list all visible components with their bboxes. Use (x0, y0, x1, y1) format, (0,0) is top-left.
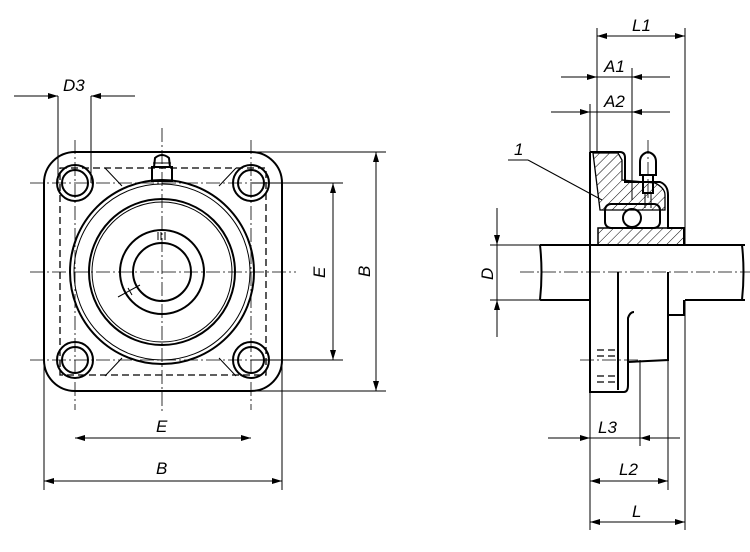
dim-L-label: L (632, 502, 641, 521)
dim-D3-label: D3 (63, 76, 85, 95)
ball (622, 208, 642, 228)
dim-D-label: D (478, 268, 497, 280)
dim-A1-label: A1 (603, 57, 625, 76)
bearing-ring (604, 203, 661, 229)
inner-ring-section (597, 227, 685, 246)
housing-outline (43, 151, 283, 392)
housing-section (592, 152, 666, 211)
shaft (539, 244, 745, 301)
side-view: 1 L1 A1 A2 D L3 L2 L (478, 16, 750, 530)
dim-B-horizontal-label: B (156, 459, 167, 478)
dim-L1-label: L1 (632, 16, 651, 35)
callout-1-label: 1 (514, 140, 523, 159)
front-view: D3 E B E B (14, 76, 386, 490)
dim-E-horizontal-label: E (156, 417, 168, 436)
dim-L3-label: L3 (598, 418, 617, 437)
dim-B-vertical-label: B (355, 266, 374, 277)
dim-E-vertical-label: E (310, 266, 329, 278)
dim-A2-label: A2 (603, 92, 625, 111)
dim-L2-label: L2 (619, 460, 638, 479)
